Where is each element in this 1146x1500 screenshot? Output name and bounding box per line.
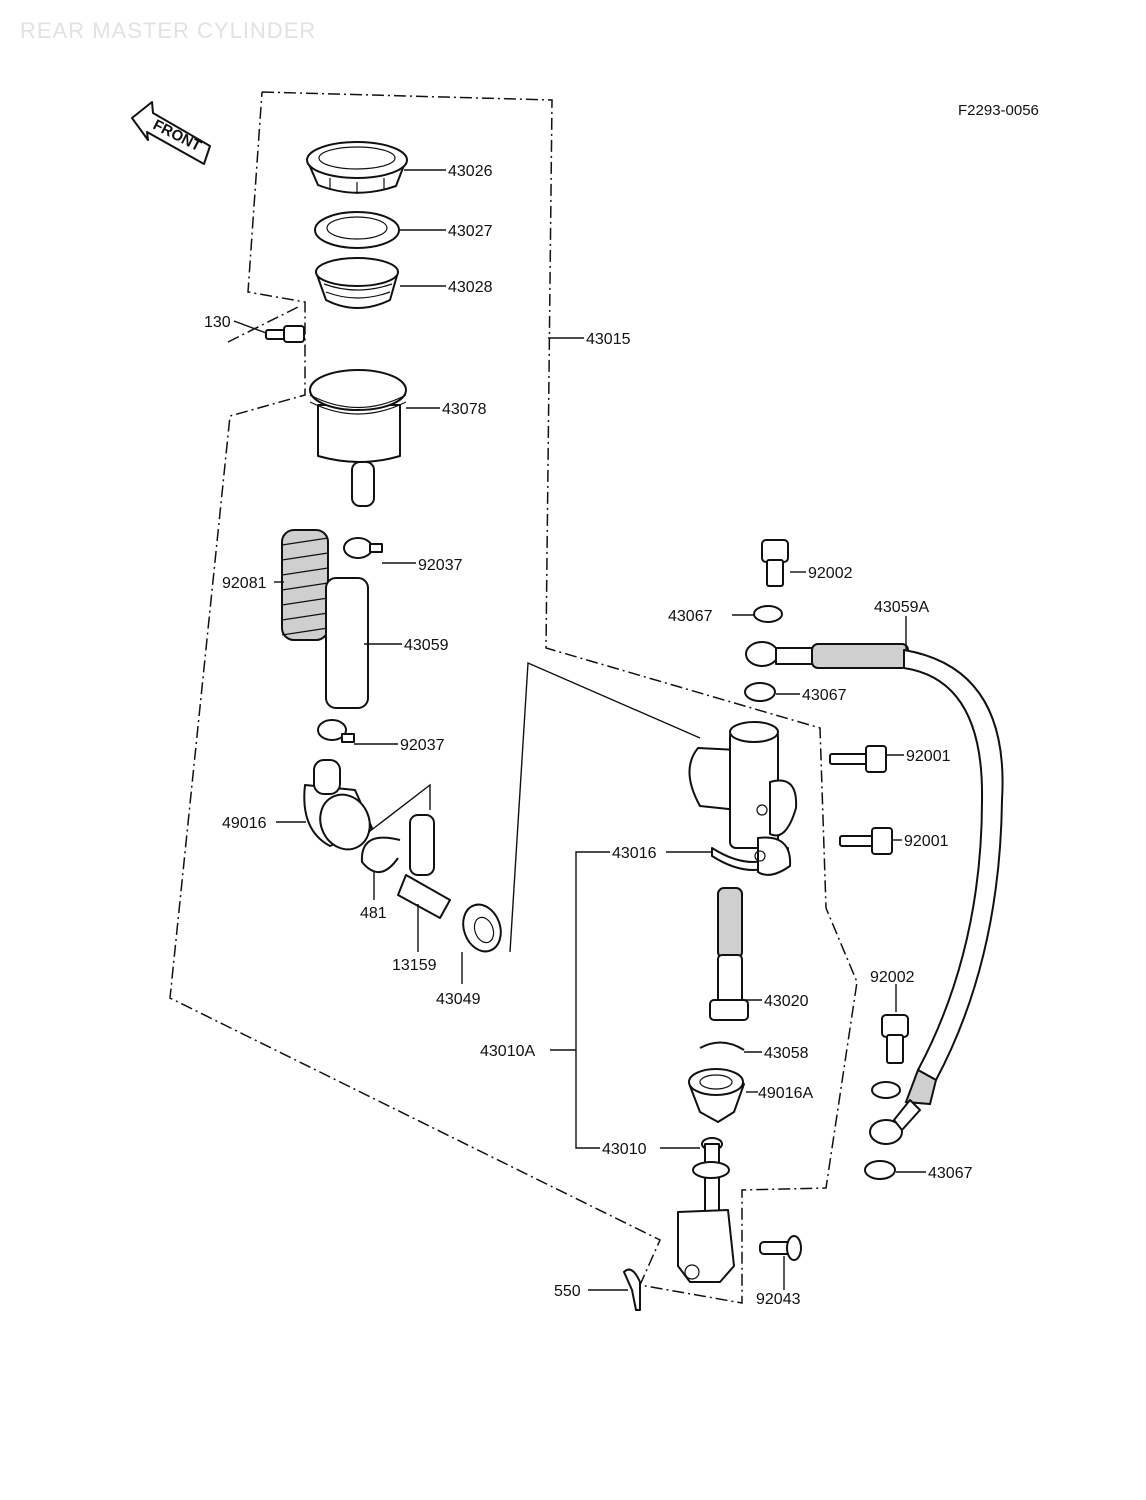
push-rod-43010-part <box>677 1137 735 1283</box>
label-43010A: 43010A <box>480 1043 535 1060</box>
grommet-49016-part <box>303 759 373 851</box>
label-43078: 43078 <box>442 401 487 418</box>
label-43067-top: 43067 <box>668 608 713 625</box>
banjo-bolt-92001-bottom-part <box>839 827 893 855</box>
label-92002-top: 92002 <box>808 565 853 582</box>
front-arrow-icon: FRONT <box>131 101 211 165</box>
label-130: 130 <box>204 314 231 331</box>
dust-boot-49016A-part <box>688 1068 745 1123</box>
washer-43067-bottom-part <box>864 1160 896 1180</box>
banjo-bolt-92001-top-part <box>829 745 887 773</box>
seal-43049-part <box>462 903 502 953</box>
label-550: 550 <box>554 1283 581 1300</box>
label-13159: 13159 <box>392 957 437 974</box>
washer-43067-top-part <box>753 605 783 623</box>
hose-clamp-top-part <box>343 537 383 559</box>
label-92001-bottom: 92001 <box>904 833 949 850</box>
reservoir-cap-part <box>306 141 408 194</box>
label-92037-top: 92037 <box>418 557 463 574</box>
label-43027: 43027 <box>448 223 493 240</box>
label-43020: 43020 <box>764 993 809 1010</box>
label-43026: 43026 <box>448 163 493 180</box>
snap-ring-43058-part <box>699 1041 745 1051</box>
label-43059A: 43059A <box>874 599 929 616</box>
circlip-481-part <box>360 836 401 873</box>
label-43028: 43028 <box>448 279 493 296</box>
banjo-bolt-92002-bottom-part <box>881 1014 909 1064</box>
diaphragm-plate-part <box>314 211 400 249</box>
label-43049: 43049 <box>436 991 481 1008</box>
hose-clamp-bottom-part <box>317 719 355 743</box>
diagram-title: REAR MASTER CYLINDER <box>20 18 317 43</box>
spring-92081-part <box>281 529 329 641</box>
reservoir-tank-part <box>309 369 407 507</box>
hose-fitting-13159-part <box>397 814 451 919</box>
hose-route-line <box>509 661 701 953</box>
label-49016: 49016 <box>222 815 267 832</box>
bolt-130-part <box>265 325 305 343</box>
label-92043: 92043 <box>756 1291 801 1308</box>
banjo-bolt-92002-top-part <box>761 539 789 587</box>
label-92081: 92081 <box>222 575 267 592</box>
piston-43020-part <box>709 887 749 1021</box>
figure-id: F2293-0056 <box>958 102 1039 119</box>
label-43010: 43010 <box>602 1141 647 1158</box>
clamp-leader-line <box>364 783 431 836</box>
label-43016: 43016 <box>612 845 657 862</box>
label-92037-bottom: 92037 <box>400 737 445 754</box>
reservoir-hose-part <box>325 577 369 709</box>
label-43059: 43059 <box>404 637 449 654</box>
cotter-pin-550-part <box>623 1268 641 1311</box>
washer-43067-mid-part <box>744 682 776 702</box>
label-43015: 43015 <box>586 331 631 348</box>
washer-43067-lower-part <box>871 1081 901 1099</box>
label-43058: 43058 <box>764 1045 809 1062</box>
assembly-43010A-boundary <box>227 305 301 343</box>
label-43067-bottom: 43067 <box>928 1165 973 1182</box>
diaphragm-part <box>315 257 399 309</box>
brake-hose-43059A-part <box>745 641 1004 1145</box>
label-481: 481 <box>360 905 387 922</box>
label-43067-mid: 43067 <box>802 687 847 704</box>
label-49016A: 49016A <box>758 1085 813 1102</box>
label-92002-bottom: 92002 <box>870 969 915 986</box>
label-92001-top: 92001 <box>906 748 951 765</box>
assembly-43015-boundary <box>169 91 858 1304</box>
cylinder-body-part <box>688 721 798 876</box>
clevis-pin-92043-part <box>759 1235 802 1261</box>
